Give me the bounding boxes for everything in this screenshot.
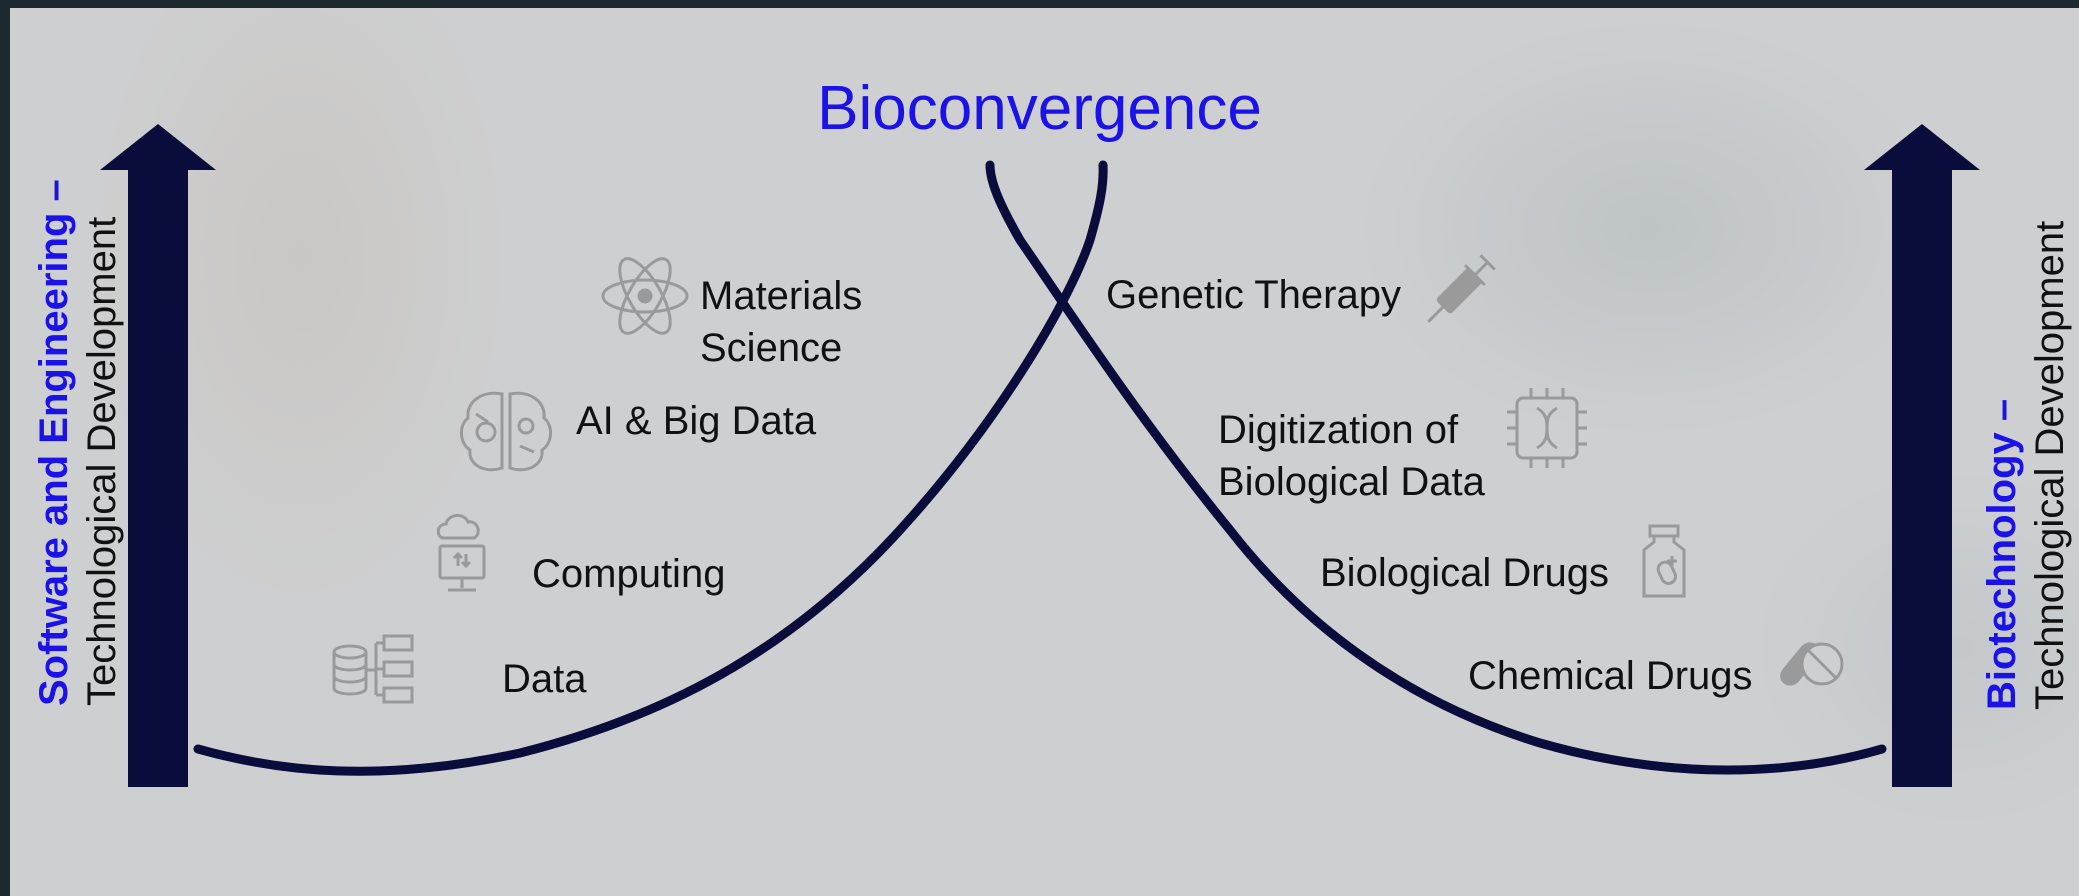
diagram-title: Bioconvergence [817, 74, 1262, 143]
materials-line1: Materials [700, 274, 863, 318]
label-digitization: Digitization of Biological Data [1218, 404, 1485, 508]
medicine-bottle-icon [1642, 524, 1686, 598]
digitization-line2: Biological Data [1218, 460, 1485, 504]
diagram-panel [10, 8, 2079, 896]
right-axis-strong: Biotechnology – [1980, 398, 2024, 710]
digitization-line1: Digitization of [1218, 408, 1459, 452]
atom-icon [601, 257, 689, 335]
database-network-icon [332, 634, 414, 704]
materials-line2: Science [700, 326, 843, 370]
background-texture [10, 8, 2079, 896]
left-axis-plain: Technological Development [80, 216, 124, 706]
right-axis-label: Biotechnology – Technological Developmen… [1978, 221, 2074, 710]
brain-gear-icon [460, 391, 552, 472]
label-ai-big-data: AI & Big Data [576, 399, 817, 443]
label-data: Data [502, 657, 587, 701]
left-axis-strong: Software and Engineering – [32, 179, 76, 706]
biotech-curve [985, 160, 1887, 775]
left-axis-label: Software and Engineering – Technological… [30, 179, 126, 706]
label-biological-drugs: Biological Drugs [1320, 551, 1610, 595]
label-materials-science: Materials Science [700, 270, 862, 374]
label-computing: Computing [532, 552, 726, 596]
label-genetic-therapy: Genetic Therapy [1106, 273, 1401, 317]
right-axis-arrow [1864, 124, 1980, 787]
left-axis-arrow [100, 124, 216, 787]
dna-chip-icon [1507, 388, 1587, 468]
pill-capsule-icon [1780, 642, 1844, 686]
label-chemical-drugs: Chemical Drugs [1468, 654, 1753, 698]
right-axis-plain: Technological Development [2028, 220, 2072, 710]
cloud-computer-icon [436, 514, 486, 592]
syringe-icon [1427, 254, 1496, 323]
software-curve [193, 160, 1108, 776]
